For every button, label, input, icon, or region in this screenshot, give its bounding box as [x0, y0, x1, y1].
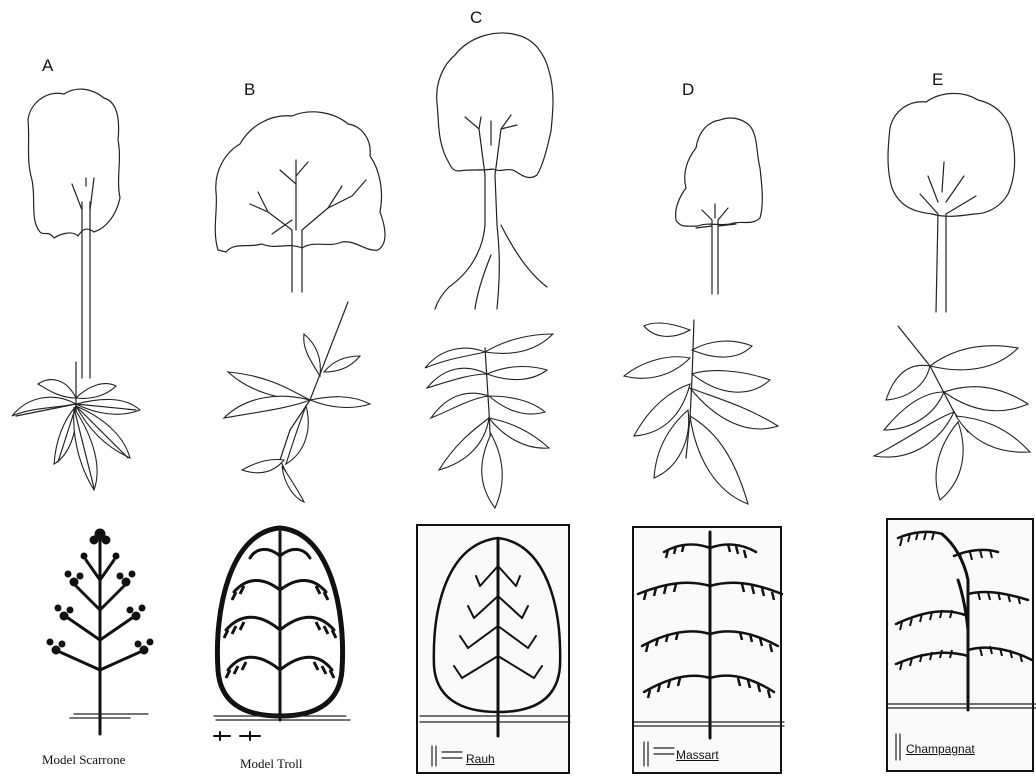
column-label-d: D	[682, 80, 694, 100]
model-rauh-diagram: Rauh	[416, 524, 570, 774]
caption-champagnat: Champagnat	[906, 742, 975, 756]
caption-model-scarrone: Model Scarrone	[42, 752, 125, 768]
tree-silhouette-d-drawing	[668, 112, 768, 302]
model-massart-drawing	[634, 528, 784, 776]
caption-model-troll: Model Troll	[240, 756, 303, 772]
model-troll-drawing	[210, 520, 350, 745]
leaf-sketch-b-drawing	[220, 300, 375, 510]
leaf-sketch-d	[620, 318, 790, 508]
model-scarrone-drawing	[30, 520, 170, 740]
tree-silhouette-e-drawing	[880, 84, 1020, 314]
tree-silhouette-a-drawing	[20, 80, 130, 300]
column-label-b: B	[244, 80, 255, 100]
model-rauh-drawing	[418, 526, 572, 776]
leaf-sketch-e-drawing	[868, 322, 1033, 507]
tree-silhouette-e	[880, 84, 1020, 314]
model-champagnat-diagram: Champagnat	[886, 518, 1034, 772]
leaf-sketch-c-drawing	[415, 322, 565, 512]
leaf-sketch-d-drawing	[620, 318, 790, 508]
caption-massart: Massart	[676, 748, 719, 762]
tree-silhouette-c-drawing	[425, 25, 570, 310]
tree-silhouette-b-drawing	[210, 100, 395, 300]
tree-silhouette-a	[20, 80, 130, 300]
tree-silhouette-b	[210, 100, 395, 300]
model-champagnat-drawing	[888, 520, 1036, 774]
leaf-sketch-e	[868, 322, 1033, 507]
leaf-sketch-a-drawing	[8, 358, 148, 493]
tree-silhouette-d	[668, 112, 768, 302]
tree-silhouette-c	[425, 25, 570, 310]
leaf-sketch-b	[220, 300, 375, 510]
leaf-sketch-a	[8, 358, 148, 493]
leaf-sketch-c	[415, 322, 565, 512]
model-scarrone-diagram	[30, 520, 170, 740]
column-label-a: A	[42, 56, 53, 76]
model-troll-diagram	[210, 520, 350, 745]
caption-rauh: Rauh	[466, 752, 495, 766]
model-massart-diagram: Massart	[632, 526, 782, 774]
